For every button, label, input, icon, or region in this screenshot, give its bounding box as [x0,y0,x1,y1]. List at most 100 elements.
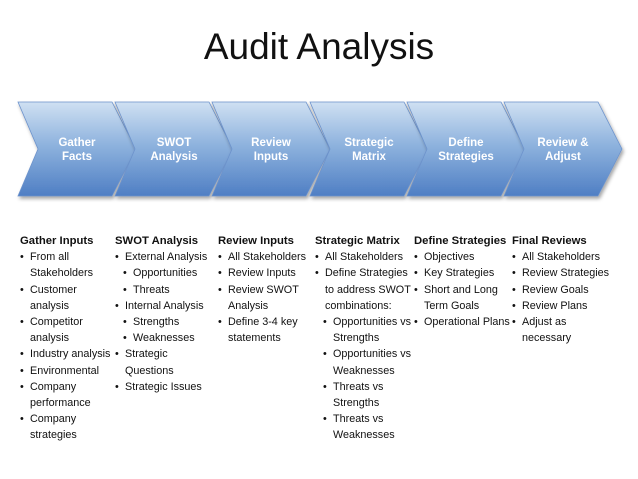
bullet-icon: • [512,283,516,296]
bullet-text: Review Plans [522,299,588,312]
bullet-icon: • [323,380,327,393]
bullet-item: • Customer [20,282,110,298]
column-2: SWOT Analysis•External Analysis•Opportun… [115,233,207,395]
bullet-item: •External Analysis [115,249,207,265]
arrow-label-3-line1: Review [251,137,291,149]
bullet-text: Competitor [30,316,83,329]
bullet-item: •Strengths [115,314,207,330]
bullet-text: Review Strategies [522,267,610,280]
bullet-text: Weaknesses [133,332,195,345]
bullet-item: •Company [20,379,110,395]
column-6: Final Reviews•All Stakeholders•Review St… [512,233,609,346]
arrow-label-6-line2: Adjust [545,151,581,163]
bullet-icon: • [123,316,127,329]
bullet-text: All Stakeholders [522,251,601,264]
bullet-continuation: analysis [30,299,70,312]
arrow-label-2-line1: SWOT [157,137,192,149]
bullet-item: • Adjust as [512,314,609,330]
bullet-text: Objectives [424,251,475,264]
bullet-icon: • [20,316,24,329]
bullet-text: Key Strategies [424,267,495,280]
bullet-item: •Internal Analysis [115,298,207,314]
bullet-icon: • [218,316,222,329]
bullet-item: • Review Plans [512,298,609,314]
bullet-text: Environmental [30,364,100,377]
column-title: SWOT Analysis [115,235,199,247]
bullet-item: • All Stakeholders [315,249,411,265]
bullet-continuation: Weaknesses [333,429,395,442]
bullet-icon: • [512,267,516,280]
bullet-item: • Weaknesses [115,330,207,346]
bullet-icon: • [414,251,418,264]
bullet-continuation: Analysis [228,299,269,312]
bullet-continuation: necessary [522,332,572,345]
bullet-continuation: statements [228,332,281,345]
bullet-icon: • [512,299,516,312]
bullet-text: Strategic Issues [125,380,202,393]
bullet-icon: • [115,251,119,264]
bullet-continuation: analysis [30,332,70,345]
bullet-continuation: strategies [30,429,77,442]
bullet-icon: • [414,316,418,329]
bullet-item: • Review SWOT [218,282,306,298]
bullet-continuation: performance [30,397,91,410]
bullet-text: Threats vs [333,413,384,426]
bullet-text: Review SWOT [228,283,299,296]
bullet-icon: • [315,251,319,264]
column-title: Gather Inputs [20,235,94,247]
column-3: Review Inputs•All Stakeholders•Review In… [218,233,306,346]
bullet-continuation: combinations: [325,299,392,312]
bullet-item: •From all [20,249,110,265]
arrow-label-4-line2: Matrix [352,151,386,163]
arrow-label-2-line2: Analysis [150,151,197,163]
bullet-text: Company [30,380,77,393]
bullet-icon: • [512,316,516,329]
bullet-item: • All Stakeholders [512,249,609,265]
bullet-text: Opportunities vs [333,316,412,329]
bullet-text: Review Inputs [228,267,296,280]
bullet-item: •Opportunities vs [315,346,411,362]
bullet-text: Customer [30,283,77,296]
bullet-icon: • [115,348,119,361]
bullet-item: •Opportunities vs [315,314,411,330]
bullet-item: • Key Strategies [414,265,510,281]
bullet-icon: • [414,267,418,280]
bullet-icon: • [218,267,222,280]
bullet-item: •Define Strategies [315,265,411,281]
column-5: Define Strategies•Objectives•Key Strateg… [414,233,510,330]
bullet-item: •Short and Long [414,282,510,298]
bullet-icon: • [218,283,222,296]
bullet-item: •Define 3-4 key [218,314,306,330]
arrow-label-1-line2: Facts [62,151,92,163]
bullet-item: • Objectives [414,249,510,265]
bullet-item: • Operational Plans [414,314,510,330]
bullet-continuation: Questions [125,364,174,377]
bullet-continuation: Term Goals [424,299,480,312]
bullet-item: •Opportunities [115,265,207,281]
bullet-icon: • [218,251,222,264]
arrow-step-1 [17,101,137,197]
bullet-icon: • [512,251,516,264]
bullet-icon: • [20,283,24,296]
bullet-icon: • [20,364,24,377]
arrow-label-1-line1: Gather [58,137,96,149]
bullet-item: •Strategic Issues [115,379,207,395]
bullet-continuation: Strengths [333,397,380,410]
bullet-text: Opportunities [133,267,198,280]
arrow-step-5 [406,101,526,197]
arrow-label-4-line1: Strategic [344,137,394,149]
bullet-icon: • [115,299,119,312]
bullet-item: •All Stakeholders [218,249,306,265]
bullet-item: • Competitor [20,314,110,330]
bullet-text: Operational Plans [424,316,510,329]
bullet-continuation: Stakeholders [30,267,94,280]
arrow-label-3-line2: Inputs [254,151,289,163]
arrow-label-5-line2: Strategies [438,151,494,163]
bullet-icon: • [20,348,24,361]
bullet-item: •Company [20,411,110,427]
bullet-text: All Stakeholders [325,251,404,264]
bullet-icon: • [123,332,127,345]
bullet-text: Adjust as [522,316,567,329]
bullet-icon: • [20,413,24,426]
